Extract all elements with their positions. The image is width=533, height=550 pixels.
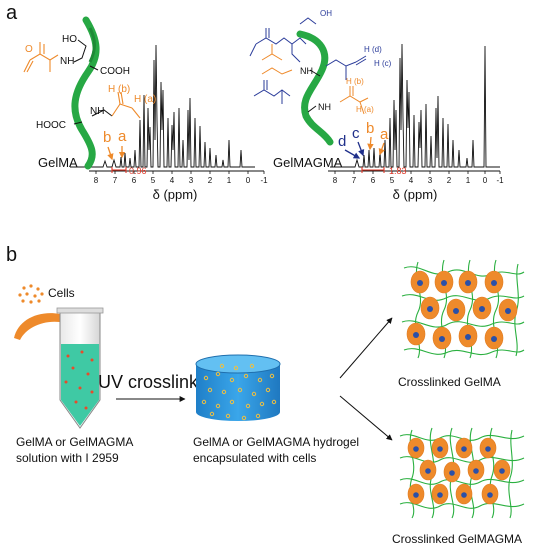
gelmagma-ha-label: H (a) — [356, 105, 374, 114]
right-peak-arrow-a — [378, 142, 385, 156]
solution-label-line1: GelMA or GelMAGMA — [16, 435, 133, 449]
right-spectrum: 8 7 6 5 4 3 2 1 0 -1 δ (ppm) GelMAGMA d … — [249, 9, 504, 202]
right-peak-label-b: b — [366, 120, 374, 137]
gelma-nh1-label: NH — [60, 56, 74, 67]
left-peak-label-b: b — [103, 129, 111, 146]
right-x-ticks — [334, 171, 501, 174]
right-peak-arrow-b — [367, 136, 374, 151]
gelma-nh2-label: NH — [90, 106, 104, 117]
left-tick-label: 0 — [246, 176, 251, 185]
left-tick-label: 7 — [113, 176, 118, 185]
solution-label-line2: solution with I 2959 — [16, 451, 119, 465]
right-peak-label-c: c — [352, 125, 360, 142]
bottom-network-label: Crosslinked GelMAGMA — [392, 532, 522, 546]
gelma-ho-label: HO — [62, 34, 77, 45]
gelma-helix — [71, 16, 100, 170]
gelmagma-hc-label: H (c) — [374, 59, 392, 68]
left-tick-label: 8 — [94, 176, 99, 185]
gelmagma-helix — [296, 30, 334, 146]
network-gelmagma — [399, 427, 525, 519]
hydrogel-cells — [201, 363, 277, 421]
right-tick-label: 6 — [371, 176, 376, 185]
gelma-structure: O HO NH COOH HOOC NH H (b) H (a) — [23, 16, 156, 170]
gelmagma-oh-label: OH — [320, 9, 332, 18]
right-tick-label: 2 — [447, 176, 452, 185]
left-peak-arrow-b — [107, 146, 114, 161]
gelma-hb-label: H (b) — [108, 84, 130, 95]
left-tick-label: 4 — [170, 176, 175, 185]
gelma-hooc-label: HOOC — [36, 120, 66, 131]
gelmagma-structure: OH NH NH H (d) H (c) H (b) H (a) — [249, 9, 392, 146]
right-tick-label: 0 — [483, 176, 488, 185]
left-spectrum-trace — [70, 44, 255, 168]
gelma-ha-label: H (a) — [134, 94, 156, 105]
solution-tube — [56, 307, 104, 429]
left-tick-label: 2 — [208, 176, 213, 185]
right-x-axis-label: δ (ppm) — [393, 187, 438, 202]
right-sample-label: GelMAGMA — [273, 155, 343, 170]
right-peak-arrow-c — [357, 141, 365, 157]
left-tick-label: -1 — [260, 176, 268, 185]
gelmagma-nh1-label: NH — [300, 66, 313, 76]
arrow-to-gelmagma — [339, 395, 393, 441]
left-spectrum: 8 7 6 5 4 3 2 1 0 -1 δ (ppm) GelMA b a 0… — [23, 16, 268, 202]
hydrogel-label-line1: GelMA or GelMAGMA hydrogel — [193, 435, 359, 449]
gelmagma-hb-label: H (b) — [346, 77, 364, 86]
right-tick-label: -1 — [496, 176, 504, 185]
right-tick-label: 5 — [390, 176, 395, 185]
cells-dots — [18, 284, 44, 304]
panel-a-letter: a — [6, 2, 18, 24]
left-tick-label: 3 — [189, 176, 194, 185]
right-tick-label: 4 — [409, 176, 414, 185]
solution-liquid — [61, 344, 99, 426]
uv-crosslinking-label: UV crosslinking — [98, 372, 222, 392]
gelma-cells — [406, 270, 518, 350]
right-tick-label: 1 — [466, 176, 471, 185]
arrow-to-gelma — [339, 317, 393, 379]
hydrogel-label-line2: encapsulated with cells — [193, 451, 316, 465]
panel-b: Cells UV crosslinking GelMA or GelMAGMA … — [14, 259, 525, 546]
right-peak-arrow-d — [344, 149, 361, 159]
gelmagma-cells — [407, 437, 511, 505]
left-tick-label: 6 — [132, 176, 137, 185]
right-tick-label: 3 — [428, 176, 433, 185]
left-tick-label: 5 — [151, 176, 156, 185]
right-tick-label: 8 — [333, 176, 338, 185]
gelmagma-nh2-label: NH — [318, 102, 331, 112]
right-integral-value: 1.83 — [389, 166, 407, 176]
left-x-ticks — [95, 171, 265, 174]
gelma-cooh-label: COOH — [100, 66, 130, 77]
right-spectrum-trace — [330, 43, 500, 168]
left-integral-value: 0.96 — [129, 166, 147, 176]
right-peak-label-a: a — [380, 126, 389, 143]
left-tick-label: 1 — [227, 176, 232, 185]
cells-label: Cells — [48, 286, 75, 300]
top-network-label: Crosslinked GelMA — [398, 375, 501, 389]
left-x-axis-label: δ (ppm) — [153, 187, 198, 202]
right-peak-label-d: d — [338, 133, 346, 150]
left-peak-label-a: a — [118, 128, 127, 145]
gelma-o-label: O — [25, 44, 33, 55]
panel-b-letter: b — [6, 244, 18, 266]
left-sample-label: GelMA — [38, 155, 78, 170]
network-gelma — [401, 259, 525, 359]
right-integral-bar — [361, 167, 385, 173]
left-integral-bar — [111, 167, 127, 173]
hydrogel-cylinder — [195, 354, 281, 421]
gelmagma-hd-label: H (d) — [364, 45, 382, 54]
right-tick-label: 7 — [352, 176, 357, 185]
